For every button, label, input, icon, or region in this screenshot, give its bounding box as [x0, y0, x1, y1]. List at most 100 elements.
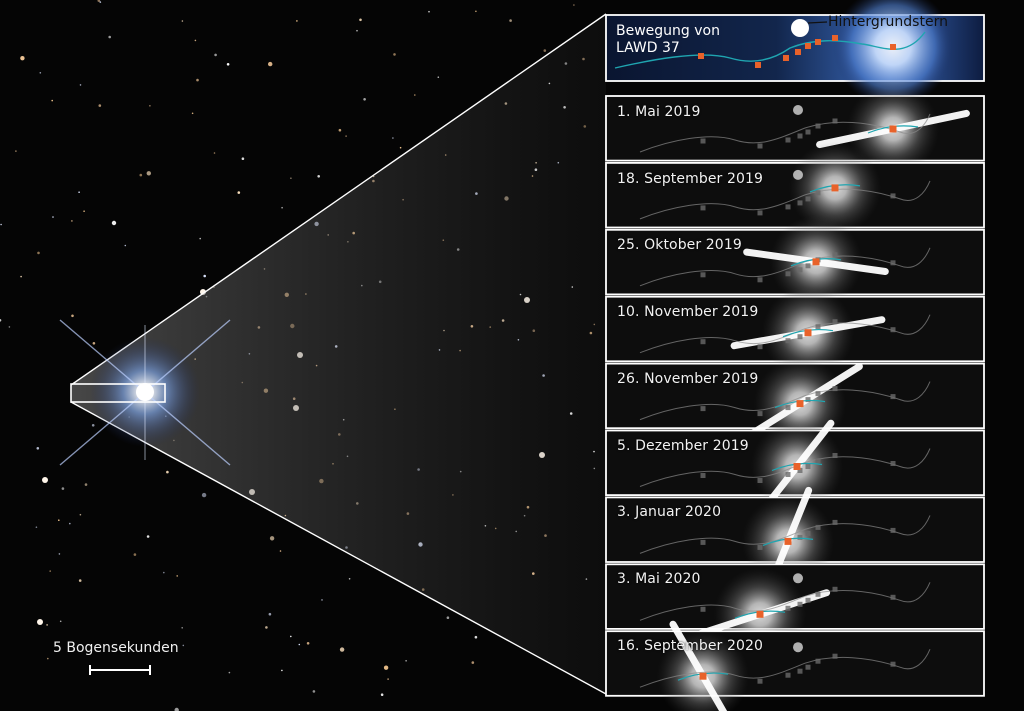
current-position-marker: [699, 672, 707, 680]
epoch-marker: [785, 672, 791, 678]
star-dot: [380, 693, 384, 696]
star-dot: [338, 128, 342, 132]
header-position-marker: [783, 55, 789, 61]
epoch-panel: [605, 141, 985, 234]
star-dot: [573, 4, 575, 6]
star-dot: [543, 49, 547, 52]
epoch-marker: [757, 277, 763, 283]
epoch-marker: [815, 391, 821, 397]
panel-9-date: 16. September 2020: [617, 638, 763, 654]
header-position-marker: [832, 35, 838, 41]
star-dot: [437, 76, 440, 78]
epoch-marker: [757, 678, 763, 684]
star-dot: [345, 135, 347, 137]
star-dot: [36, 447, 40, 450]
epoch-marker: [785, 605, 791, 611]
star-dot: [296, 20, 298, 22]
star-dot: [290, 635, 292, 638]
epoch-marker: [832, 386, 838, 392]
star-dot: [281, 206, 283, 209]
star-dot: [269, 536, 275, 541]
panel-4-date: 10. November 2019: [617, 304, 759, 320]
current-position-marker: [784, 537, 792, 545]
star-dot: [79, 513, 82, 516]
star-dot: [213, 152, 216, 154]
epoch-marker: [815, 458, 821, 463]
zoom-line-bottom: [70, 401, 607, 695]
star-dot: [383, 665, 389, 670]
star-dot: [474, 635, 478, 639]
header-position-marker: [805, 43, 811, 49]
star-dot: [133, 553, 137, 556]
star-dot: [228, 671, 231, 674]
star-dot: [312, 690, 316, 693]
epoch-marker: [805, 530, 811, 536]
zoom-line-top: [70, 13, 607, 386]
star-dot: [203, 274, 206, 278]
epoch-panel: [605, 83, 985, 175]
epoch-marker: [805, 129, 811, 135]
star-dot: [51, 99, 53, 102]
star-dot: [321, 599, 323, 601]
star-dot: [46, 624, 48, 626]
epoch-marker: [815, 591, 821, 597]
star-dot: [405, 660, 407, 662]
epoch-marker: [700, 473, 706, 478]
star-dot: [194, 39, 197, 42]
inset-title: Bewegung von LAWD 37: [616, 23, 720, 57]
epoch-marker: [890, 461, 896, 466]
current-position-marker: [793, 463, 801, 470]
star-dot: [268, 612, 272, 616]
motion-path: [639, 113, 931, 153]
star-dot: [298, 643, 301, 646]
star-dot: [8, 326, 11, 328]
star-dot: [71, 220, 73, 222]
current-position-marker: [804, 329, 812, 337]
star-dot: [317, 175, 321, 178]
epoch-marker: [785, 405, 791, 411]
star-dot: [446, 616, 450, 619]
star-dot: [92, 342, 96, 345]
background-star: [791, 19, 809, 37]
epoch-marker: [815, 123, 821, 129]
epoch-marker: [785, 137, 791, 143]
star-dot: [290, 177, 292, 179]
star-dot: [414, 94, 416, 96]
epoch-marker: [797, 468, 803, 473]
motion-path: [639, 180, 931, 220]
star-dot: [428, 10, 430, 13]
epoch-marker: [815, 524, 821, 530]
star-dot: [387, 678, 389, 680]
epoch-panel: [605, 563, 985, 661]
epoch-marker: [785, 338, 791, 344]
background-star-label: Hintergrundstern: [828, 14, 948, 30]
star-dot: [191, 112, 194, 115]
zoom-cone: [71, 14, 606, 694]
star-dot: [20, 56, 25, 61]
epoch-marker: [797, 334, 803, 340]
star-dot: [176, 575, 178, 577]
epoch-marker: [805, 397, 811, 403]
epoch-marker: [785, 204, 791, 210]
star-dot: [265, 626, 268, 629]
star-dot: [84, 483, 88, 486]
current-position-marker: [756, 610, 764, 618]
epoch-panel: [605, 215, 985, 308]
epoch-marker: [797, 267, 803, 273]
star-dot: [281, 669, 283, 672]
epoch-panel: [605, 286, 985, 379]
star-dot: [78, 191, 80, 193]
star-dot: [71, 314, 74, 318]
panel-6-date: 5. Dezember 2019: [617, 438, 749, 454]
star-dot: [97, 0, 101, 2]
star-dot: [58, 519, 60, 521]
star-dot: [146, 171, 151, 176]
star-dot: [0, 223, 2, 226]
background-star: [793, 573, 803, 584]
epoch-marker: [797, 133, 803, 139]
epoch-marker: [832, 586, 838, 592]
star-dot: [363, 98, 366, 101]
star-dot: [108, 35, 111, 39]
epoch-marker: [700, 272, 706, 278]
